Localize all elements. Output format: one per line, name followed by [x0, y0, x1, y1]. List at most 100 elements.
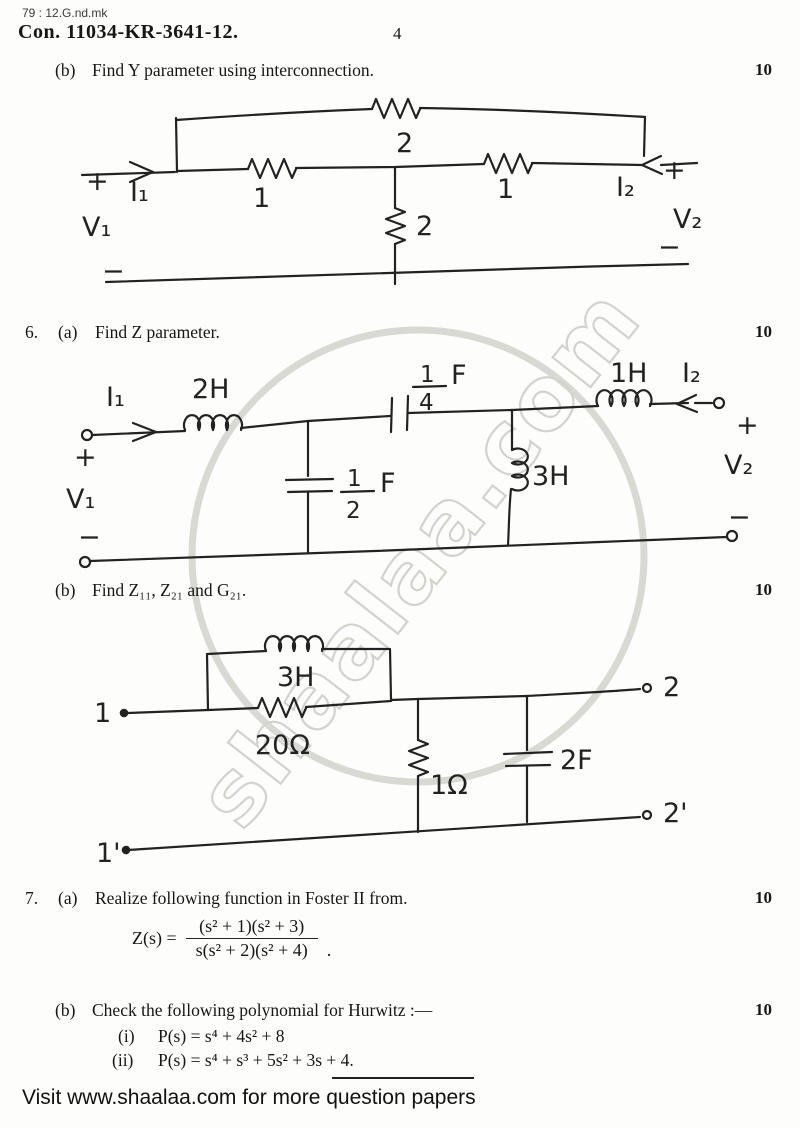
- question-7-number: 7.: [25, 888, 39, 908]
- capacitor-2f: [502, 750, 554, 768]
- circuit-1-wires: [80, 97, 699, 286]
- cap-series-frac-bar: [411, 384, 448, 389]
- polynomial-item-1: (i) P(s) = s⁴ + 4s² + 8: [118, 1026, 285, 1047]
- question-6b-text: Find Z₁₁, Z₂₁ and G₂₁.: [92, 580, 247, 600]
- cap-series-unit: F: [451, 360, 467, 391]
- minus-sign-v2: −: [728, 502, 751, 533]
- formula-suffix: .: [326, 940, 332, 960]
- capacitor-half-f: [284, 477, 335, 494]
- polynomial-item-2-label: (ii): [112, 1050, 134, 1070]
- plus-sign-v2: +: [736, 410, 759, 441]
- current-arrow-i2: [675, 393, 699, 414]
- cap-shunt-unit: F: [380, 468, 396, 499]
- terminal-2-prime: [641, 809, 653, 821]
- label-i1: I₁: [130, 177, 149, 208]
- label-r-shunt: 2: [416, 211, 433, 242]
- question-7b-marks: 10: [755, 1000, 772, 1019]
- question-7b: (b) Check the following polynomial for Hu…: [55, 1000, 432, 1021]
- label-3h: 3H: [532, 461, 569, 492]
- label-v1: V₁: [66, 484, 95, 515]
- question-6a-text: Find Z parameter.: [95, 322, 220, 342]
- circuit-2-z-parameter-network: I₁ 2H 1 4 F 1H I₂ + V₂ − + V₁ − 1 2 F 3H: [66, 358, 759, 569]
- circuit-2-wires: [78, 389, 739, 569]
- inductor-3h: [263, 635, 325, 653]
- resistor-1-right: [482, 152, 534, 175]
- current-arrow-i1: [131, 421, 158, 443]
- polynomial-item-1-label: (i): [118, 1026, 135, 1046]
- minus-sign-v2: −: [658, 232, 681, 263]
- question-6a-marks: 10: [755, 322, 772, 341]
- circuit-3-rl-network: 1 3H 20Ω 1Ω 2F 2 2' 1': [94, 635, 688, 869]
- circuit-1-y-parameter-network: 2 I₁ + V₁ − 1 2 1 I₂ + V₂ −: [80, 97, 702, 287]
- paper-ref-code: 79 : 12.G.nd.mk: [22, 6, 108, 20]
- circuit-3-wires: [119, 635, 653, 855]
- inductor-2h: [182, 414, 244, 432]
- footer-promo-text: Visit www.shaalaa.com for more question …: [22, 1086, 476, 1109]
- question-5b-marks: 10: [755, 60, 772, 79]
- label-i2: I₂: [682, 358, 701, 389]
- question-6b-marks: 10: [755, 580, 772, 599]
- inductor-3h: [510, 447, 529, 492]
- cap-series-den: 4: [419, 390, 434, 416]
- cap-series-num: 1: [420, 362, 435, 388]
- terminal-port2-top: [712, 396, 726, 410]
- polynomial-item-2: (ii) P(s) = s⁴ + s³ + 5s² + 3s + 4.: [112, 1050, 354, 1071]
- terminal-port1-bottom: [78, 555, 92, 569]
- formula-denominator: s(s² + 2)(s² + 4): [185, 937, 318, 962]
- cap-shunt-num: 1: [347, 466, 362, 492]
- terminal-port2-bottom: [725, 529, 739, 543]
- label-terminal-2: 2: [663, 672, 680, 703]
- exam-code: Con. 11034-KR-3641-12.: [18, 21, 239, 43]
- page-number: 4: [393, 24, 402, 43]
- cap-shunt-den: 2: [346, 498, 361, 524]
- impedance-function-formula: Z(s) = (s² + 1)(s² + 3) s(s² + 2)(s² + 4…: [132, 915, 331, 961]
- label-terminal-1: 1: [94, 698, 111, 729]
- end-of-paper-rule: [332, 1077, 474, 1079]
- label-v2: V₂: [724, 450, 753, 481]
- polynomial-item-2-text: P(s) = s⁴ + s³ + 5s² + 3s + 4.: [158, 1050, 354, 1070]
- label-r-left: 1: [253, 183, 270, 214]
- cap-shunt-frac-bar: [339, 489, 376, 494]
- resistor-2-shunt: [384, 206, 407, 246]
- label-i1: I₁: [106, 382, 125, 413]
- question-7a-label: (a): [58, 888, 78, 908]
- label-2h: 2H: [192, 374, 229, 405]
- minus-sign-v1: −: [78, 522, 101, 553]
- terminal-2: [641, 682, 653, 694]
- label-v2: V₂: [673, 204, 702, 235]
- minus-sign-v1: −: [102, 256, 125, 287]
- polynomial-item-1-text: P(s) = s⁴ + 4s² + 8: [158, 1026, 285, 1046]
- label-3h: 3H: [277, 662, 314, 693]
- question-6b: (b) Find Z₁₁, Z₂₁ and G₂₁.: [55, 580, 246, 601]
- inductor-1h: [595, 389, 653, 408]
- question-6b-label: (b): [55, 580, 76, 600]
- plus-sign-v1: +: [86, 166, 109, 197]
- label-terminal-1-prime: 1': [96, 838, 121, 869]
- label-r-top: 2: [396, 128, 413, 159]
- question-7b-label: (b): [55, 1000, 76, 1020]
- question-7b-text: Check the following polynomial for Hurwi…: [92, 1000, 433, 1020]
- question-7a-marks: 10: [755, 888, 772, 907]
- question-5b-text: Find Y parameter using interconnection.: [92, 60, 375, 80]
- resistor-2-top: [370, 97, 422, 120]
- label-i2: I₂: [616, 172, 635, 203]
- question-5b: (b) Find Y parameter using interconnectio…: [55, 60, 374, 81]
- question-7a: 7. (a) Realize following function in Foste…: [25, 888, 408, 909]
- formula-fraction: (s² + 1)(s² + 3) s(s² + 2)(s² + 4): [185, 915, 318, 962]
- plus-sign-v2: +: [663, 155, 686, 186]
- terminal-1: [119, 708, 129, 718]
- question-7a-text: Realize following function in Foster II …: [95, 888, 408, 908]
- current-arrow-i2: [640, 154, 664, 176]
- question-6a: 6.(a)Find Z parameter.: [25, 322, 220, 343]
- resistor-20ohm: [256, 696, 308, 719]
- formula-numerator: (s² + 1)(s² + 3): [199, 916, 305, 936]
- label-r-right: 1: [497, 174, 514, 205]
- resistor-1-left: [246, 157, 298, 180]
- question-6-number: 6.: [25, 322, 39, 342]
- resistor-1ohm: [407, 738, 430, 778]
- question-5b-label: (b): [55, 60, 76, 80]
- label-1ohm: 1Ω: [430, 770, 468, 801]
- terminal-port1-top: [80, 428, 94, 442]
